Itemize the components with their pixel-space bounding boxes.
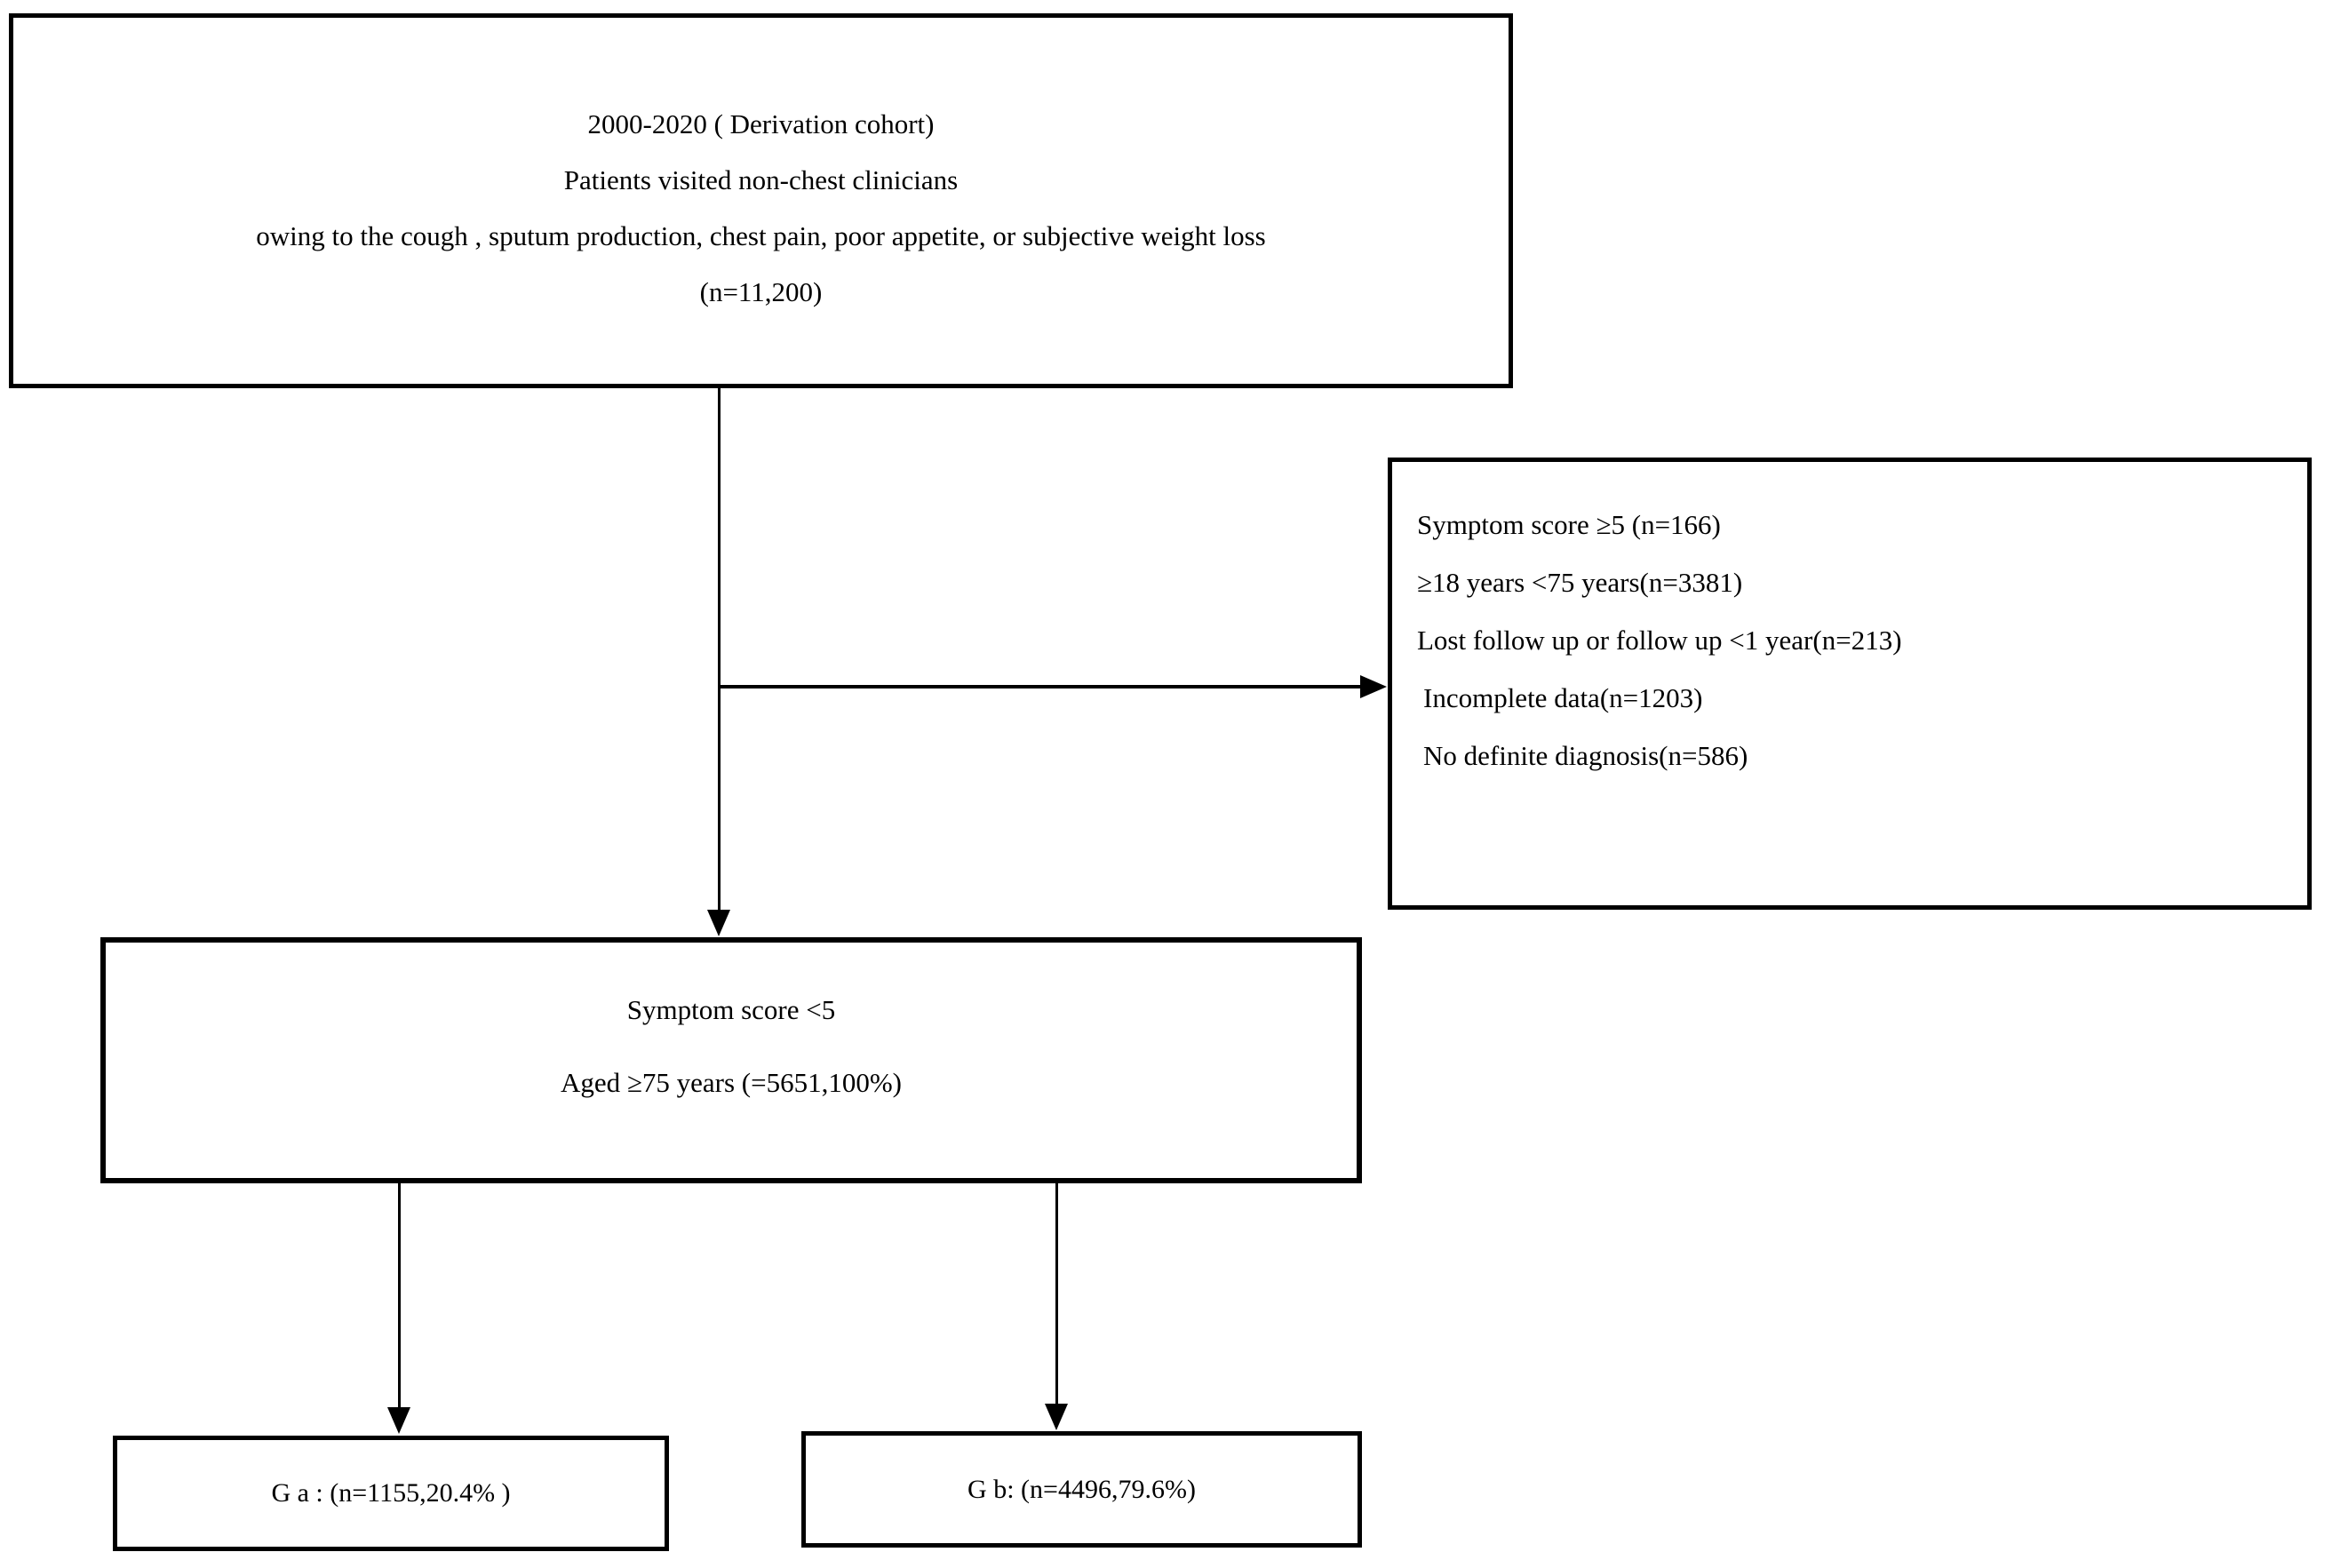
derivation-line-symptoms: owing to the cough , sputum production, … [256,220,1266,251]
eligible-line-age-count: Aged ≥75 years (=5651,100%) [560,1067,903,1098]
arrowhead-right-icon [1360,675,1387,698]
connector-eligible-to-group-b [1055,1183,1058,1404]
derivation-line-period: 2000-2020 ( Derivation cohort) [587,108,935,139]
exclusion-line-symptom-score: Symptom score ≥5 (n=166) [1417,509,1721,540]
eligible-line-symptom-score: Symptom score <5 [626,994,836,1025]
exclusion-line-age: ≥18 years <75 years(n=3381) [1417,567,1743,598]
connector-derivation-to-eligible [718,388,721,912]
derivation-cohort-box: 2000-2020 ( Derivation cohort) Patients … [9,13,1513,388]
eligible-cohort-box: Symptom score <5 Aged ≥75 years (=5651,1… [100,937,1362,1183]
arrowhead-down-icon [1045,1404,1068,1430]
connector-to-exclusion [718,685,1361,688]
group-b-label: G b: (n=4496,79.6%) [967,1474,1196,1504]
exclusion-line-incomplete-data: Incomplete data(n=1203) [1423,682,1703,713]
derivation-line-population: Patients visited non-chest clinicians [563,164,959,195]
exclusion-criteria-box: Symptom score ≥5 (n=166) ≥18 years <75 y… [1388,458,2312,910]
group-a-label: G a : (n=1155,20.4% ) [271,1478,511,1508]
group-b-box: G b: (n=4496,79.6%) [801,1431,1362,1548]
exclusion-line-no-diagnosis: No definite diagnosis(n=586) [1423,740,1748,771]
group-a-box: G a : (n=1155,20.4% ) [113,1436,669,1551]
arrowhead-down-icon [707,910,730,936]
arrowhead-down-icon [387,1407,410,1434]
connector-eligible-to-group-a [398,1183,401,1407]
derivation-line-count: (n=11,200) [699,276,823,307]
exclusion-line-lost-followup: Lost follow up or follow up <1 year(n=21… [1417,625,1902,656]
